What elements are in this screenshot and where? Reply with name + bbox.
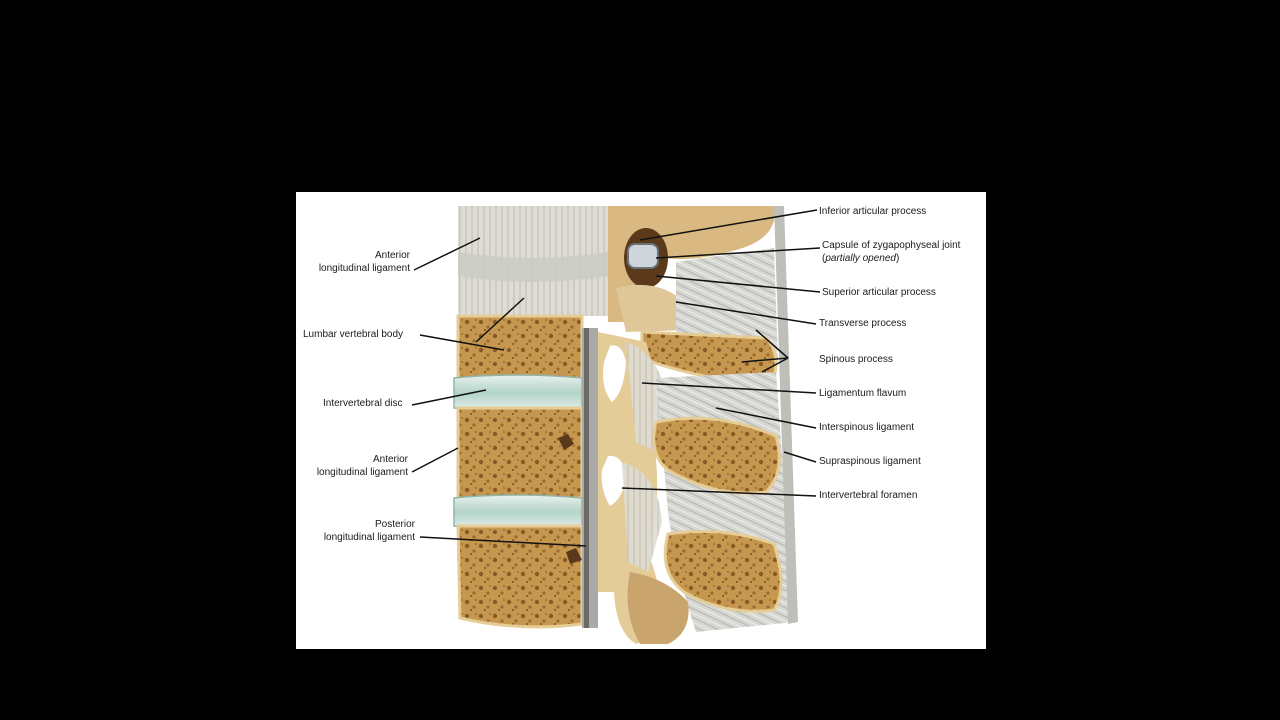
leader-spinous-c (761, 357, 789, 373)
label-intervertebral-foramen: Intervertebral foramen (819, 490, 918, 501)
anatomy-panel: Anterior longitudinal ligament Lumbar ve… (296, 192, 986, 649)
leader-foramen (621, 487, 817, 497)
label-superior-articular-process: Superior articular process (822, 287, 936, 298)
lumbar-vertebral-body-2 (456, 406, 584, 500)
leader-spinous-b (755, 329, 789, 359)
leader-interspinous (715, 407, 817, 429)
leader-posterior-ll (419, 536, 587, 547)
intervertebral-disc-2 (453, 494, 583, 530)
label-anterior-longitudinal-ligament-bottom: Anterior longitudinal ligament (316, 454, 408, 478)
leader-lines (411, 209, 821, 547)
posterior-longitudinal-ligament (582, 328, 598, 628)
lower-articular-process (627, 572, 689, 644)
leader-lumbar-body-b (475, 297, 525, 343)
label-interspinous-ligament: Interspinous ligament (819, 422, 915, 433)
label-intervertebral-disc: Intervertebral disc (323, 398, 403, 409)
label-lumbar-vertebral-body: Lumbar vertebral body (303, 329, 404, 340)
leader-supraspinous (783, 451, 817, 463)
leader-superior-articular (655, 275, 821, 293)
label-capsule-zygapophyseal-joint: Capsule of zygapophyseal joint (partiall… (822, 240, 961, 264)
leader-anterior-ll-top (413, 237, 481, 271)
capsule-note: (partially opened) (822, 253, 900, 264)
leader-disc (411, 389, 487, 406)
leader-transverse (675, 301, 817, 325)
lumbar-spine-illustration (411, 206, 821, 644)
lumbar-vertebral-body-3 (456, 524, 584, 629)
leader-ligamentum-flavum (641, 382, 817, 394)
lumbar-vertebral-body-1 (456, 314, 584, 380)
label-supraspinous-ligament: Supraspinous ligament (819, 456, 921, 467)
spinous-process-3 (663, 530, 783, 613)
label-posterior-longitudinal-ligament: Posterior longitudinal ligament (323, 519, 415, 543)
leader-spinous-a (741, 357, 789, 363)
upper-posterior-elements (608, 206, 778, 384)
label-spinous-process: Spinous process (819, 354, 893, 365)
leader-capsule (655, 247, 821, 259)
label-inferior-articular-process: Inferior articular process (819, 206, 927, 217)
leader-inferior-articular (639, 209, 818, 241)
leader-lumbar-body-a (419, 334, 505, 351)
label-anterior-longitudinal-ligament-top: Anterior longitudinal ligament (318, 250, 410, 274)
label-transverse-process: Transverse process (819, 318, 907, 329)
spinous-process-2 (652, 416, 781, 495)
label-ligamentum-flavum: Ligamentum flavum (819, 388, 907, 399)
leader-anterior-ll-bottom (411, 447, 459, 473)
upper-vertebral-body (458, 206, 608, 316)
